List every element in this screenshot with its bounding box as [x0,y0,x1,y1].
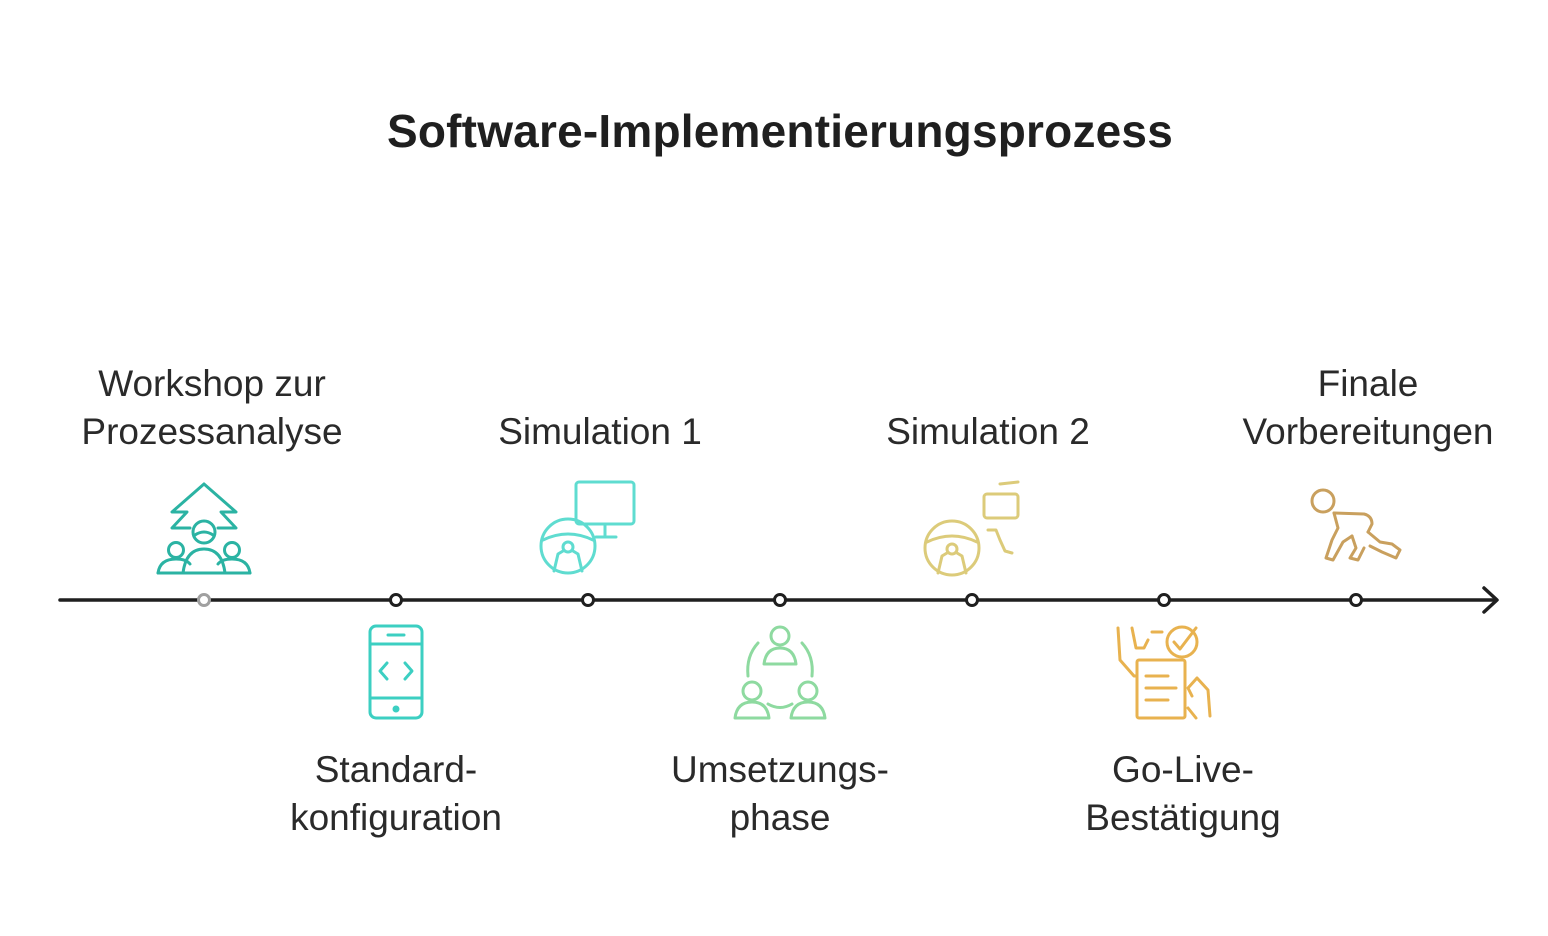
step-label-standard: Standard- konfiguration [216,746,576,842]
step-label-line: konfiguration [290,797,502,838]
timeline-marker [1157,593,1171,607]
timeline-marker [773,593,787,607]
smartphone-code-icon [368,624,424,720]
runner-start-icon [1310,488,1402,562]
timeline-markers [197,593,1363,607]
timeline-marker [197,593,211,607]
step-label-line: Simulation 2 [886,411,1090,452]
steering-wheel-monitor-icon [539,480,636,575]
step-label-finale: Finale Vorbereitungen [1188,360,1548,456]
steering-wheel-mirror-icon [923,480,1020,577]
step-label-simulation-2: Simulation 2 [808,408,1168,456]
step-label-line: phase [729,797,831,838]
step-label-line: Vorbereitungen [1242,411,1494,452]
timeline-marker [389,593,403,607]
team-growth-icon [156,482,252,575]
step-label-line: Bestätigung [1085,797,1281,838]
timeline-marker [581,593,595,607]
team-cycle-icon [733,625,827,720]
step-label-line: Prozessanalyse [81,411,343,452]
diagram-title: Software-Implementierungsprozess [386,105,1174,157]
timeline-marker [1349,593,1363,607]
step-label-line: Simulation 1 [498,411,702,452]
timeline-marker [965,593,979,607]
step-label-line: Workshop zur [98,363,326,404]
step-label-line: Go-Live- [1112,749,1254,790]
step-label-workshop: Workshop zur Prozessanalyse [32,360,392,456]
step-label-go-live: Go-Live- Bestätigung [1003,746,1363,842]
step-label-line: Standard- [314,749,478,790]
step-label-simulation-1: Simulation 1 [420,408,780,456]
step-label-umsetzung: Umsetzungs- phase [600,746,960,842]
step-label-line: Finale [1317,363,1419,404]
checklist-approval-icon [1116,625,1212,720]
step-label-line: Umsetzungs- [671,749,889,790]
